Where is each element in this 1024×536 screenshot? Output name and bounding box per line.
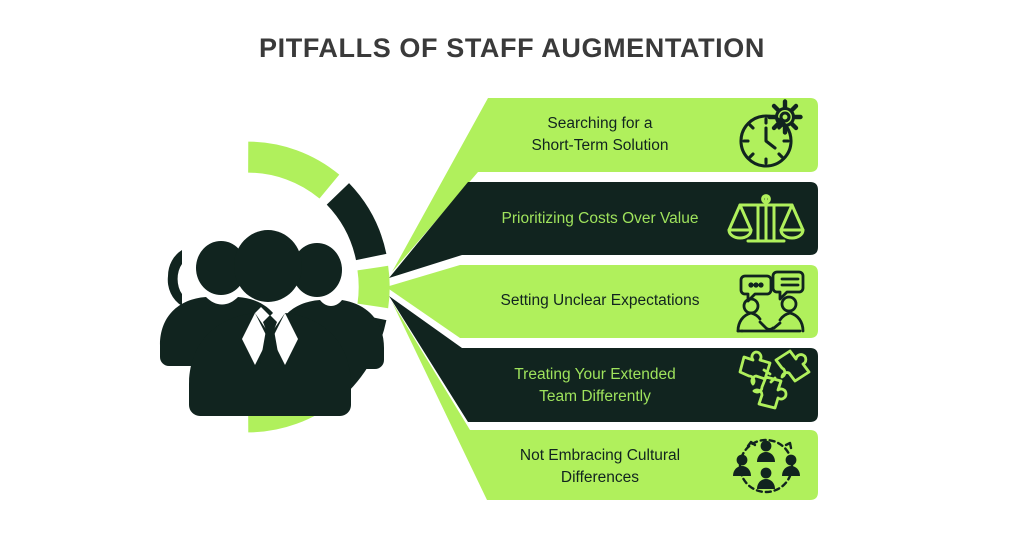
row-label-1: Searching for a Short-Term Solution bbox=[531, 115, 669, 154]
people-circle-diversity-icon bbox=[733, 438, 800, 494]
banner-shape-row-2[interactable] bbox=[389, 182, 818, 278]
row-label-5: Not Embracing Cultural Differences bbox=[519, 447, 681, 486]
puzzle-teamwork-icon bbox=[738, 349, 811, 410]
row-label-3: Setting Unclear Expectations bbox=[500, 292, 700, 309]
row-label-2: Prioritizing Costs Over Value bbox=[501, 210, 699, 227]
banner-shape-row-4[interactable] bbox=[389, 296, 818, 422]
banner-shape-row-5[interactable] bbox=[392, 302, 818, 500]
row-label-4: Treating Your Extended Team Differently bbox=[514, 366, 676, 405]
balance-scale-icon bbox=[727, 194, 805, 243]
two-people-speech-bubbles-icon bbox=[736, 270, 805, 333]
banner-shape-row-3[interactable] bbox=[386, 265, 818, 338]
banner-shape-row-1[interactable] bbox=[392, 98, 818, 272]
page-title: PITFALLS OF STAFF AUGMENTATION bbox=[259, 33, 765, 63]
clock-gear-icon bbox=[739, 99, 803, 168]
three-people-group-icon bbox=[160, 230, 384, 416]
